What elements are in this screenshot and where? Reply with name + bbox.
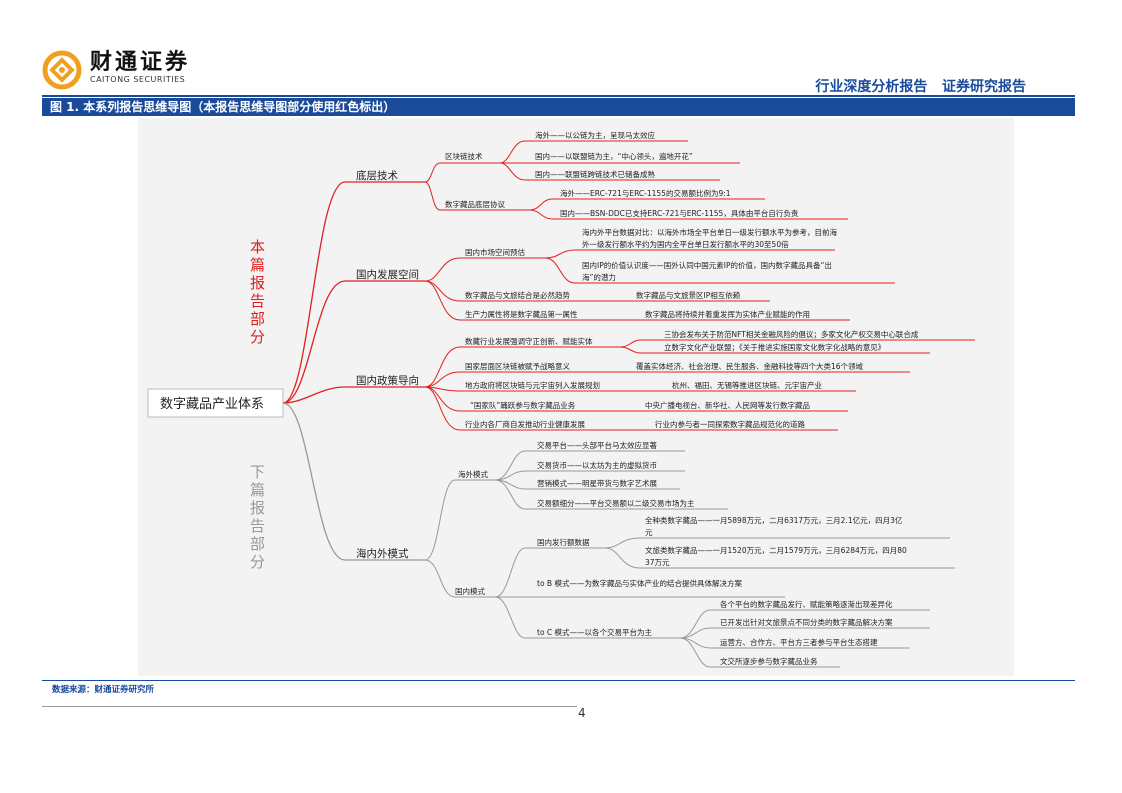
svg-text:分: 分: [250, 328, 265, 346]
node-p4a: 中央广播电视台、新华社、人民网等发行数字藏品: [645, 400, 810, 410]
node-p1b: 立数字文化产业联盟；《关于推进实施国家文化数字化战略的意见》: [664, 342, 885, 352]
svg-text:下: 下: [250, 463, 265, 481]
node-gn: 国内模式: [455, 586, 485, 596]
node-hw1: 交易平台——头部平台马太效应显著: [537, 440, 657, 450]
node-xy: 数字藏品底层协议: [445, 199, 505, 209]
side-label-bottom: 下 篇 报 告 部 分: [250, 463, 265, 571]
node-p4: “国家队”踊跃参与数字藏品业务: [470, 400, 576, 410]
node-fx1a: 全种类数字藏品——一月5898万元，二月6317万元，三月2.1亿元，四月3亿: [645, 515, 903, 525]
node-hw2: 交易货币——以太坊为主的虚拟货币: [537, 460, 657, 470]
node-xy1: 海外——ERC-721与ERC-1155的交易额比例为9:1: [560, 188, 731, 198]
node-kj2a: 国内IP的价值认识度——国外认同中国元素IP的价值，国内数字藏品具备“出: [582, 260, 832, 270]
root-node-box: [147, 388, 284, 418]
node-wl: 数字藏品与文旅结合是必然趋势: [465, 290, 570, 300]
svg-text:本: 本: [250, 238, 265, 256]
figure-title: 图 1. 本系列报告思维导图（本报告思维导图部分使用红色标出）: [42, 98, 1075, 116]
edge-root-b3: [282, 386, 425, 404]
brand-name-cn: 财通证券: [90, 49, 191, 75]
node-kj1a: 海内外平台数据对比：以海外市场全平台单日一级发行额水平为参考，目前海: [582, 227, 837, 237]
node-scl: 生产力属性将是数字藏品第一属性: [465, 309, 578, 319]
branch-b4: 海内外模式: [356, 547, 409, 560]
node-scl1: 数字藏品将持续并着重发挥为实体产业赋能的作用: [645, 309, 810, 319]
svg-text:篇: 篇: [250, 481, 265, 499]
edge-root-b1: [282, 181, 425, 404]
node-kj1b: 外一级发行额水平约为国内全平台单日发行额水平的30至50倍: [582, 239, 789, 249]
svg-text:报: 报: [250, 274, 265, 292]
svg-text:篇: 篇: [250, 256, 265, 274]
node-tob: to B 模式——为数字藏品与实体产业的结合提供具体解决方案: [537, 578, 742, 588]
svg-text:告: 告: [250, 517, 265, 535]
svg-text:部: 部: [250, 535, 265, 553]
page-number: 4: [578, 706, 586, 720]
node-toc4: 文交所逐步参与数字藏品业务: [720, 656, 818, 666]
node-p3a: 杭州、福田、无锡等推进区块链、元宇宙产业: [672, 380, 822, 390]
branch-b3: 国内政策导向: [356, 374, 419, 387]
node-fx: 国内发行额数据: [537, 537, 590, 547]
edge-root-b2: [282, 280, 425, 404]
mind-map-background: [138, 118, 1014, 676]
node-hw: 海外模式: [458, 469, 488, 479]
report-type-label: 行业深度分析报告 证券研究报告: [815, 79, 1026, 95]
footer-rule: [42, 706, 577, 707]
svg-text:部: 部: [250, 310, 265, 328]
node-fx2b: 37万元: [645, 558, 670, 567]
node-p1: 数藏行业发展强调守正创新、赋能实体: [465, 336, 593, 346]
brand-name-en: CAITONG SECURITIES: [90, 75, 186, 84]
edge-root-b4: [282, 402, 425, 561]
node-p3: 地方政府将区块链与元宇宙列入发展规划: [465, 380, 600, 390]
node-fx1b: 元: [645, 528, 653, 537]
svg-text:报: 报: [250, 499, 265, 517]
node-kj: 国内市场空间预估: [465, 247, 525, 257]
data-source: 数据来源：财通证券研究所: [52, 685, 155, 695]
node-toc: to C 模式——以各个交易平台为主: [537, 627, 653, 637]
svg-text:分: 分: [250, 553, 265, 571]
node-p2: 国家层面区块链被赋予战略意义: [465, 361, 570, 371]
branch-b2: 国内发展空间: [356, 268, 419, 281]
node-qkl3: 国内——联盟链跨链技术已储备成熟: [535, 169, 655, 179]
root-node: 数字藏品产业体系: [160, 397, 264, 412]
node-p2a: 覆盖实体经济、社会治理、民生服务、金融科技等四个大类16个领域: [636, 361, 864, 371]
caitong-logo-icon: [42, 50, 82, 90]
node-hw3: 营销模式——明星带货与数字艺术展: [537, 478, 657, 488]
branch-b1: 底层技术: [356, 169, 398, 182]
node-kj2b: 海”的潜力: [582, 272, 616, 282]
header-rule: [42, 95, 1075, 97]
node-toc3: 运营方、合作方、平台方三者参与平台生态搭建: [720, 637, 878, 647]
svg-text:告: 告: [250, 292, 265, 310]
node-p1a: 三协会发布关于防范NFT相关金融风险的倡议；多家文化产权交易中心联合成: [664, 329, 919, 339]
node-qkl1: 海外——以公链为主，呈现马太效应: [535, 130, 655, 140]
node-p5: 行业内各厂商自发推动行业健康发展: [465, 419, 585, 429]
node-p5a: 行业内参与者一同探索数字藏品规范化的道路: [655, 419, 805, 429]
node-toc1: 各个平台的数字藏品发行、赋能策略逐渐出现差异化: [720, 599, 893, 609]
node-wl1: 数字藏品与文旅景区IP相互依赖: [636, 290, 741, 300]
node-toc2: 已开发出针对文旅景点不同分类的数字藏品解决方案: [720, 617, 893, 627]
node-fx2a: 文旅类数字藏品——一月1520万元，二月1579万元，三月6284万元，四月80: [645, 545, 907, 555]
figure-bottom-rule: [42, 680, 1075, 681]
node-hw4: 交易额细分——平台交易额以二级交易市场为主: [537, 498, 695, 508]
side-label-top: 本 篇 报 告 部 分: [250, 238, 265, 346]
node-qkl2: 国内——以联盟链为主，“中心领头，遍地开花”: [535, 151, 693, 161]
node-xy2: 国内——BSN-DDC已支持ERC-721与ERC-1155，具体由平台自行负责: [560, 208, 799, 218]
node-qkl: 区块链技术: [445, 151, 483, 161]
